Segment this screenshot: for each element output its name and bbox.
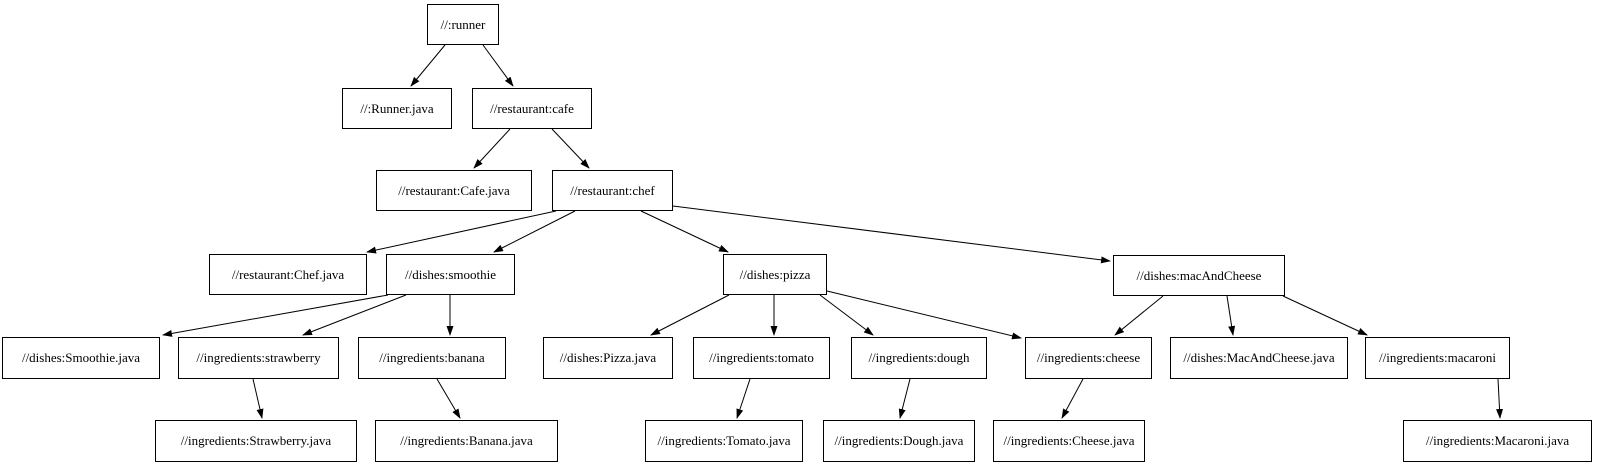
- graph-node-macaroni: //ingredients:macaroni: [1365, 337, 1510, 379]
- graph-edge-dough-to-dough-java: [898, 378, 911, 419]
- graph-edge-macaroni-to-macaroni-java: [1496, 378, 1504, 419]
- graph-edge-mac-and-cheese-to-mac-and-cheese-java: [1226, 295, 1236, 336]
- graph-node-macaroni-java: //ingredients:Macaroni.java: [1403, 420, 1592, 462]
- graph-node-cafe: //restaurant:cafe: [472, 88, 592, 129]
- graph-edge-chef-to-mac-and-cheese: [672, 205, 1111, 264]
- graph-node-dough: //ingredients:dough: [851, 337, 987, 379]
- graph-edge-pizza-to-cheese: [826, 290, 1022, 340]
- graph-node-runner: //:runner: [427, 4, 499, 45]
- graph-node-banana-java: //ingredients:Banana.java: [375, 420, 558, 462]
- graph-node-chef-java: //restaurant:Chef.java: [209, 254, 367, 295]
- graph-edge-smoothie-to-smoothie-java: [162, 294, 389, 337]
- graph-edge-smoothie-to-strawberry: [302, 294, 407, 336]
- graph-edge-cheese-to-cheese-java: [1061, 378, 1084, 419]
- graph-edge-chef-to-smoothie: [493, 210, 576, 253]
- graph-node-smoothie: //dishes:smoothie: [386, 254, 515, 295]
- graph-edge-chef-to-chef-java: [366, 210, 557, 254]
- graph-node-tomato-java: //ingredients:Tomato.java: [645, 420, 803, 462]
- graph-edge-chef-to-pizza: [640, 210, 729, 253]
- graph-node-strawberry: //ingredients:strawberry: [178, 337, 339, 379]
- graph-edge-banana-to-banana-java: [436, 378, 461, 419]
- graph-edge-mac-and-cheese-to-macaroni: [1282, 295, 1368, 336]
- graph-node-chef: //restaurant:chef: [552, 170, 673, 211]
- graph-edge-strawberry-to-strawberry-java: [252, 378, 264, 419]
- graph-edge-cafe-to-cafe-java: [473, 128, 511, 169]
- graph-edge-runner-to-cafe: [482, 44, 514, 87]
- graph-edge-mac-and-cheese-to-cheese: [1114, 295, 1164, 336]
- graph-edge-pizza-to-pizza-java: [650, 294, 730, 336]
- graph-node-runner-java: //:Runner.java: [342, 88, 452, 129]
- graph-node-mac-and-cheese-java: //dishes:MacAndCheese.java: [1170, 337, 1348, 379]
- graph-node-dough-java: //ingredients:Dough.java: [823, 420, 975, 462]
- graph-node-cheese-java: //ingredients:Cheese.java: [993, 420, 1145, 462]
- graph-node-mac-and-cheese: //dishes:macAndCheese: [1113, 255, 1285, 296]
- graph-edge-cafe-to-chef: [551, 128, 590, 169]
- graph-node-cheese: //ingredients:cheese: [1025, 337, 1152, 379]
- graph-edge-tomato-to-tomato-java: [736, 378, 751, 419]
- graph-node-strawberry-java: //ingredients:Strawberry.java: [155, 420, 357, 462]
- graph-edge-pizza-to-dough: [819, 294, 874, 336]
- graph-node-cafe-java: //restaurant:Cafe.java: [376, 170, 532, 211]
- graph-node-tomato: //ingredients:tomato: [693, 337, 830, 379]
- graph-node-smoothie-java: //dishes:Smoothie.java: [2, 337, 160, 379]
- graph-node-pizza: //dishes:pizza: [723, 254, 827, 295]
- graph-edge-runner-to-runner-java: [410, 44, 446, 87]
- graph-node-banana: //ingredients:banana: [358, 337, 506, 379]
- graph-node-pizza-java: //dishes:Pizza.java: [543, 337, 673, 379]
